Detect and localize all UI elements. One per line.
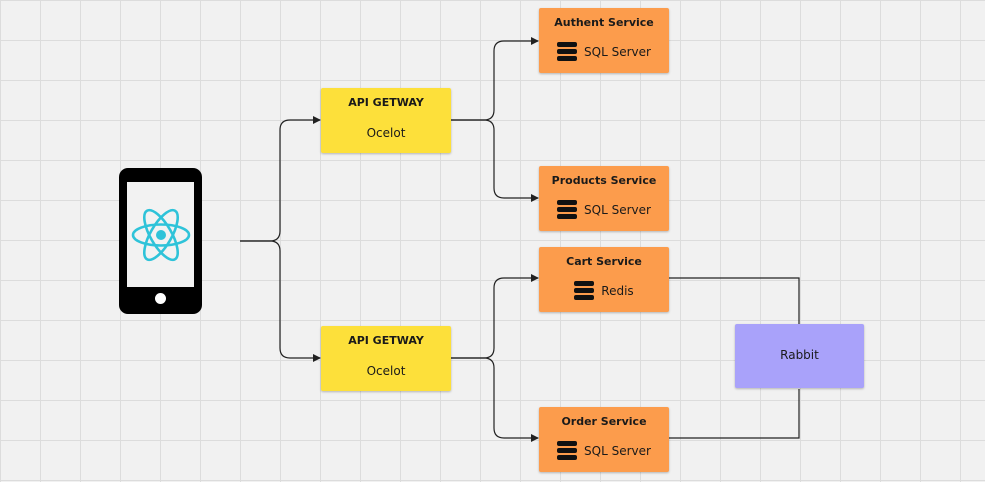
store-label: SQL Server (584, 443, 651, 458)
database-icon (557, 200, 578, 219)
service-title: Order Service (561, 415, 647, 428)
mobile-phone-icon (119, 168, 202, 314)
database-icon (557, 42, 578, 61)
phone-to-gateway-top-line (240, 116, 321, 242)
gateway-top-to-products-line (451, 119, 539, 202)
service-title: Cart Service (566, 255, 642, 268)
products-service-node[interactable]: Products Service SQL Server (539, 166, 669, 231)
database-icon (574, 281, 595, 300)
gateway-bottom-to-order-line (451, 357, 539, 442)
service-store: SQL Server (539, 441, 669, 460)
database-icon (557, 441, 578, 460)
store-label: Redis (601, 283, 634, 298)
store-label: SQL Server (584, 44, 651, 59)
phone-to-gateway-bottom-line (240, 240, 321, 362)
store-label: SQL Server (584, 202, 651, 217)
gateway-title: API GETWAY (348, 334, 424, 347)
gateway-subtitle: Ocelot (366, 364, 406, 378)
order-to-rabbit-line (668, 389, 800, 439)
authent-service-node[interactable]: Authent Service SQL Server (539, 8, 669, 73)
phone-home-button (155, 293, 166, 304)
react-icon (131, 208, 191, 262)
api-gateway-top[interactable]: API GETWAY Ocelot (321, 88, 451, 153)
gateway-top-to-authent-line (451, 37, 539, 121)
gateway-title: API GETWAY (348, 96, 424, 109)
queue-label: Rabbit (780, 348, 819, 362)
service-store: SQL Server (539, 42, 669, 61)
rabbit-queue-node[interactable]: Rabbit (735, 324, 864, 388)
cart-service-node[interactable]: Cart Service Redis (539, 247, 669, 312)
service-title: Products Service (551, 174, 657, 187)
gateway-bottom-to-cart-line (451, 274, 539, 359)
service-store: Redis (539, 281, 669, 300)
phone-screen (127, 182, 194, 287)
order-service-node[interactable]: Order Service SQL Server (539, 407, 669, 472)
cart-to-rabbit-line (668, 277, 800, 324)
gateway-subtitle: Ocelot (366, 126, 406, 140)
service-store: SQL Server (539, 200, 669, 219)
service-title: Authent Service (554, 16, 654, 29)
api-gateway-bottom[interactable]: API GETWAY Ocelot (321, 326, 451, 391)
